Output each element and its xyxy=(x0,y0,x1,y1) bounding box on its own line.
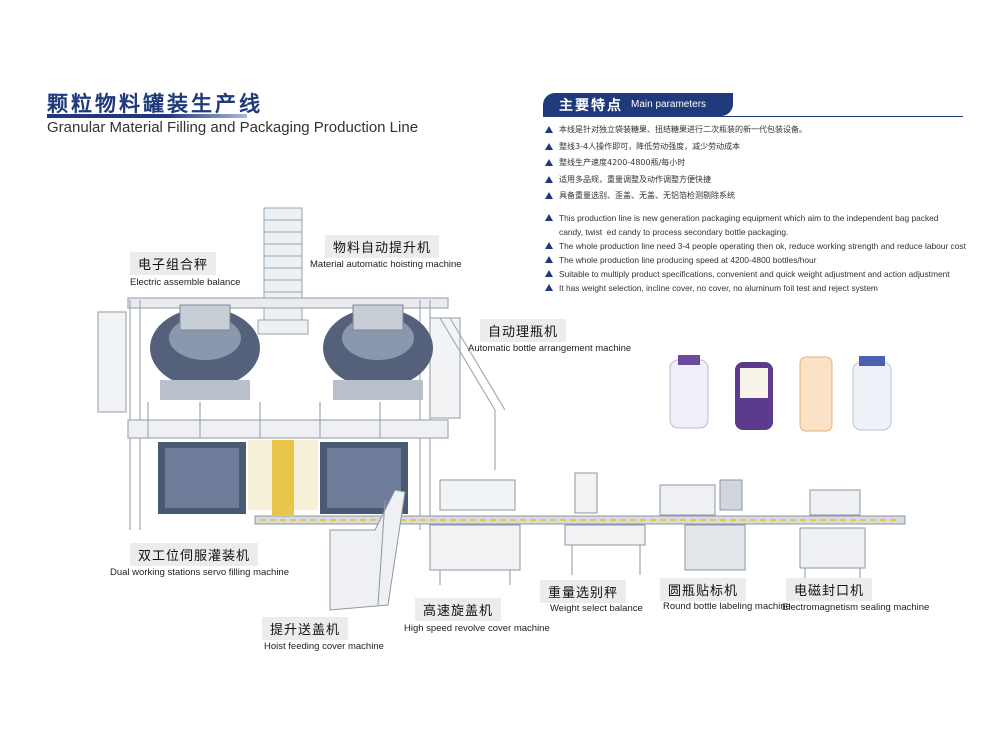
triangle-bullet-icon xyxy=(545,126,553,133)
label-sealing-en: Electromagnetism sealing machine xyxy=(782,602,930,613)
page-title-en: Granular Material Filling and Packaging … xyxy=(47,119,419,136)
parameters-list-en: This production line is new generation p… xyxy=(545,211,969,295)
label-hoist-cover-cn: 提升送盖机 xyxy=(262,617,349,640)
combination-scale-left xyxy=(150,304,260,400)
labeling-machine xyxy=(659,479,746,571)
list-item: 具备重量选别、歪盖、无盖、无铝箔检测剔除系统 xyxy=(545,188,969,205)
capping-machine xyxy=(429,479,521,585)
label-hoisting-en: Material automatic hoisting machine xyxy=(310,259,462,270)
label-capping-cn: 高速旋盖机 xyxy=(415,598,502,621)
triangle-bullet-icon xyxy=(545,159,553,166)
platform-frame xyxy=(97,297,506,530)
list-item: This production line is new generation p… xyxy=(545,211,969,239)
list-item: 整线生产速度4200-4800瓶/每小时 xyxy=(545,155,969,172)
parameters-divider xyxy=(543,116,963,117)
product-bottles xyxy=(669,355,892,432)
triangle-bullet-icon xyxy=(545,175,553,183)
triangle-bullet-icon xyxy=(545,214,553,221)
list-item: 整线3-4人操作即可，降低劳动强度，减少劳动成本 xyxy=(545,139,969,156)
triangle-bullet-icon xyxy=(545,242,553,249)
parameters-heading: 主要特点 Main parameters xyxy=(543,93,733,116)
parameters-list-cn: 本线是针对独立袋装糖果、扭结糖果进行二次瓶装的新一代包装设备。 整线3-4人操作… xyxy=(545,122,969,205)
label-servo-filling-cn: 双工位伺服灌装机 xyxy=(130,543,259,566)
label-sealing-cn: 电磁封口机 xyxy=(786,578,873,601)
label-hoisting-cn: 物料自动提升机 xyxy=(325,235,440,258)
list-item: It has weight selection, incline cover, … xyxy=(545,281,969,295)
label-weight-select-cn: 重量选别秤 xyxy=(540,580,627,603)
main-conveyor xyxy=(254,515,906,525)
label-hoist-cover-en: Hoist feeding cover machine xyxy=(264,641,384,652)
page-title-cn: 颗粒物料罐装生产线 xyxy=(47,92,263,116)
label-labeling-cn: 圆瓶贴标机 xyxy=(660,578,747,601)
parameters-heading-cn: 主要特点 xyxy=(559,97,623,114)
label-combination-scale-en: Electric assemble balance xyxy=(130,277,241,288)
list-item: The whole production line need 3-4 peopl… xyxy=(545,239,969,253)
list-item: The whole production line producing spee… xyxy=(545,253,969,267)
parameters-heading-en: Main parameters xyxy=(631,99,707,110)
hoisting-conveyor xyxy=(257,207,309,335)
list-item: 适用多品规，重量调整及动作调整方便快捷 xyxy=(545,172,969,189)
triangle-bullet-icon xyxy=(545,256,553,263)
label-combination-scale-cn: 电子组合秤 xyxy=(130,252,217,275)
sealing-machine xyxy=(799,489,866,580)
triangle-bullet-icon xyxy=(545,142,553,150)
label-capping-en: High speed revolve cover machine xyxy=(404,623,550,634)
title-underline xyxy=(47,114,247,118)
label-labeling-en: Round bottle labeling machine xyxy=(663,601,791,612)
hoist-cover-machine xyxy=(329,489,406,611)
combination-scale-right xyxy=(323,304,433,400)
triangle-bullet-icon xyxy=(545,270,553,277)
list-item: 本线是针对独立袋装糖果、扭结糖果进行二次瓶装的新一代包装设备。 xyxy=(545,122,969,139)
list-item: Suitable to multiply product specificati… xyxy=(545,267,969,281)
weight-select-balance xyxy=(564,472,646,575)
triangle-bullet-icon xyxy=(545,284,553,291)
label-bottle-arrange-cn: 自动理瓶机 xyxy=(480,319,567,342)
servo-filling-machine xyxy=(158,440,408,515)
triangle-bullet-icon xyxy=(545,192,553,199)
label-weight-select-en: Weight select balance xyxy=(550,603,643,614)
label-bottle-arrange-en: Automatic bottle arrangement machine xyxy=(468,343,632,354)
label-servo-filling-en: Dual working stations servo filling mach… xyxy=(110,567,289,578)
